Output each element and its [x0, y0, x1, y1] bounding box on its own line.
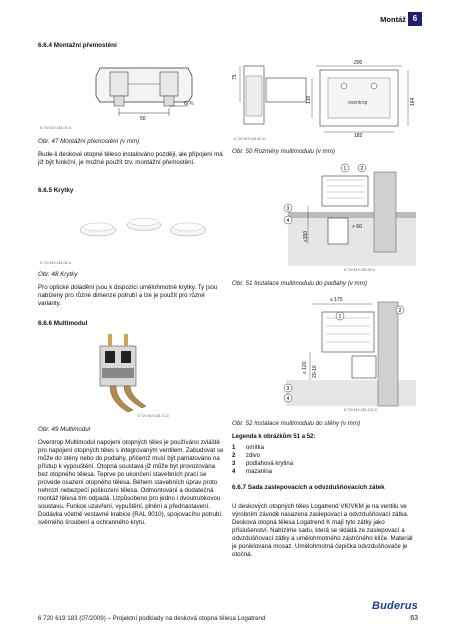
multimodule-dimensions-drawing [232, 58, 416, 142]
figure-id: 6 720 619 183-102.1I [344, 408, 378, 412]
caps-drawing [38, 197, 220, 267]
dim-150: ≤150 [303, 230, 309, 242]
figure-48: 6 720 619 183-05.1I [38, 197, 220, 267]
footer-text: 6 720 619 183 (07/2009) – Projektní podk… [38, 615, 266, 622]
buderus-logo: Buderus [371, 600, 418, 612]
svg-text:2: 2 [361, 166, 364, 172]
svg-text:1: 1 [344, 166, 347, 172]
svg-text:4: 4 [287, 396, 290, 402]
figure-52: 1 2 3 4 ≤ 175 ≤ 120 20-16 6 720 619 183-… [282, 296, 416, 414]
svg-text:4: 4 [287, 218, 290, 224]
dim-130: 130 [306, 95, 312, 104]
svg-text:1: 1 [339, 314, 342, 320]
legend-title: Legenda k obrázkům 51 a 52: [232, 434, 316, 440]
wall-install-drawing: 1 2 3 4 [282, 296, 416, 414]
bridge-drawing [38, 58, 220, 132]
dim-20-16: 20-16 [312, 365, 318, 378]
oventrop-label: oventrop [348, 100, 368, 106]
floor-install-drawing: 1 2 3 4 [282, 162, 416, 274]
dim-60: > 60 [352, 224, 362, 230]
section-heading-664: 6.6.4 Montážní přemostění [38, 42, 117, 49]
dim-g34: G ¾ [184, 101, 194, 107]
dim-50: 50 [140, 116, 146, 122]
section-heading-666: 6.6.6 Multimodul [38, 320, 88, 327]
chapter-title: Montáž [380, 15, 406, 24]
figure-48-caption: Obr. 48 Krytky [38, 271, 78, 278]
figure-50-caption: Obr. 50 Rozměry multimodulu (v mm) [232, 148, 335, 155]
section-heading-667: 6.6.7 Sada zaslepovacích a odvzdušňovací… [232, 484, 385, 491]
paragraph-664: Bude-li deskové otopné těleso instalován… [38, 151, 223, 166]
svg-text:2: 2 [399, 308, 402, 314]
figure-id: 6 720 619 183-03.1I [40, 126, 72, 130]
dim-182: 182 [354, 133, 363, 139]
figure-52-caption: Obr. 52 Instalace multimodulu do stěny (… [232, 420, 361, 427]
svg-text:3: 3 [287, 206, 290, 212]
dim-75: 75 [232, 74, 238, 80]
figure-51: 1 2 3 4 ≤150 > 60 6 720 619 183-99.1I [282, 162, 416, 274]
figure-49: 6 720 619 183-70.1I [38, 330, 220, 422]
figure-id: 6 720 619 183-70.1I [138, 414, 170, 418]
multimodule-photo [38, 330, 220, 422]
figure-50: 200 75 130 164 182 oventrop 6 720 619 18… [232, 58, 416, 142]
figure-47: 50 G ¾ 6 720 619 183-03.1I [38, 58, 220, 132]
section-heading-665: 6.6.5 Krytky [38, 187, 74, 194]
paragraph-667: U deskových otopných těles Logatrend VK/… [232, 503, 413, 558]
figure-id: 6 720 619 183-00.1I [234, 137, 266, 141]
dim-175: ≤ 175 [330, 297, 343, 303]
figure-id: 6 720 619 183-99.1I [344, 268, 376, 272]
figure-id: 6 720 619 183-05.1I [40, 261, 72, 265]
page-number: 63 [410, 615, 418, 622]
dim-200: 200 [354, 60, 363, 66]
paragraph-665: Pro optické doladění jsou k dispozici um… [38, 284, 218, 307]
figure-49-caption: Obr. 49 Multimodul [38, 426, 91, 433]
figure-51-caption: Obr. 51 Instalace multimodulu do podlahy… [232, 280, 367, 287]
svg-text:3: 3 [287, 386, 290, 392]
dim-164: 164 [410, 97, 416, 106]
figure-47-caption: Obr. 47 Montážní přemostění (v mm) [38, 138, 140, 145]
paragraph-666: Oventrop Multimodul napojení otopných tě… [38, 439, 224, 526]
dim-120: ≤ 120 [302, 361, 308, 374]
chapter-number-badge: 6 [408, 12, 422, 26]
